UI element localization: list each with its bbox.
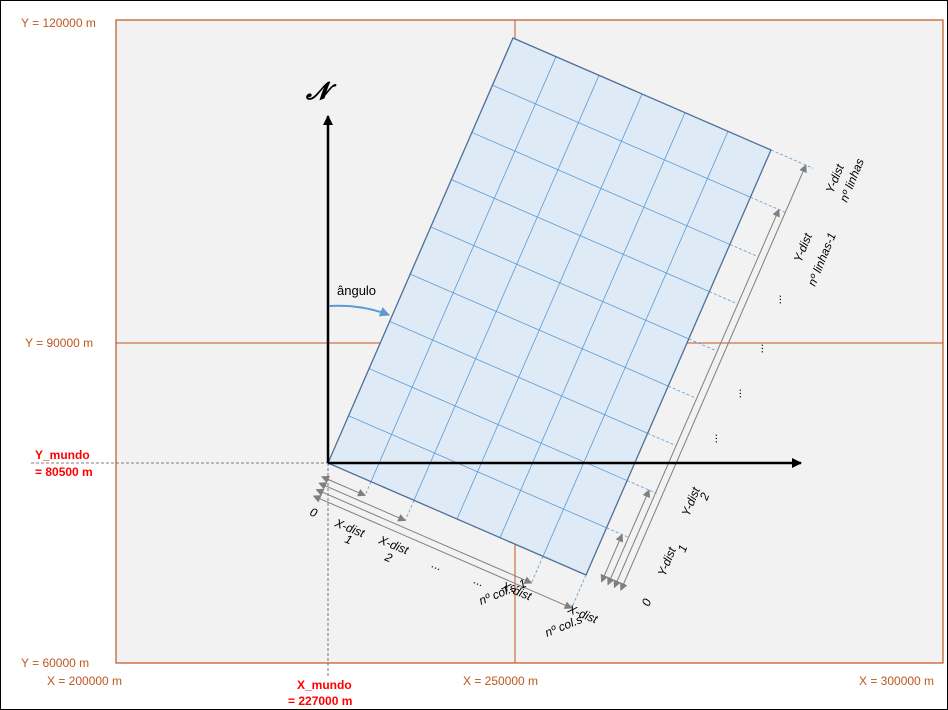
grid-column-line — [370, 56, 557, 482]
y-dist-extension-line — [688, 338, 717, 352]
y-dist-dots-3: ... — [752, 343, 766, 353]
y-dist-dimension-line — [619, 164, 807, 592]
x-label-mid: X = 250000 m — [463, 674, 538, 688]
y-dist-extension-line — [647, 432, 676, 446]
x-dist-dimension-line — [312, 495, 573, 609]
dimension-lines — [312, 149, 814, 609]
grid-column-line — [413, 75, 600, 501]
x-label-left: X = 200000 m — [47, 674, 122, 688]
y-label-mid: Y = 90000 m — [25, 336, 93, 350]
y-dist-dots-1: ... — [706, 433, 720, 443]
y-label-bottom: Y = 60000 m — [21, 656, 89, 670]
y-label-top: Y = 120000 m — [21, 16, 96, 30]
x-dist-extension-line — [571, 574, 587, 609]
y-dist-dots-4: ... — [770, 294, 784, 304]
x-mundo-label: X_mundo — [297, 678, 352, 692]
y-mundo-label: Y_mundo — [35, 448, 90, 462]
angle-arc-arrow — [328, 304, 390, 317]
x-dist-1-index: 1 — [343, 532, 354, 547]
x-dist-dots-2: ... — [472, 573, 487, 590]
y-dist-zero: 0 — [639, 596, 655, 608]
y-dist-extension-line — [729, 244, 758, 257]
y-dist-extension-line — [770, 149, 814, 169]
grid-column-line — [456, 93, 643, 520]
y-mundo-value: = 80500 m — [35, 465, 93, 479]
x-label-right: X = 300000 m — [859, 674, 934, 688]
grid-row-line — [389, 320, 648, 434]
y-dist-dots-2: ... — [730, 388, 744, 398]
y-dist-1-index: 1 — [675, 543, 690, 554]
y-dist-extension-line — [668, 385, 696, 399]
angle-label: ângulo — [337, 283, 376, 298]
y-dist-extension-line — [709, 291, 738, 304]
x-dist-dots-1: ... — [430, 557, 445, 574]
x-mundo-value: = 227000 m — [288, 694, 352, 708]
x-dist-zero: 0 — [308, 505, 320, 521]
